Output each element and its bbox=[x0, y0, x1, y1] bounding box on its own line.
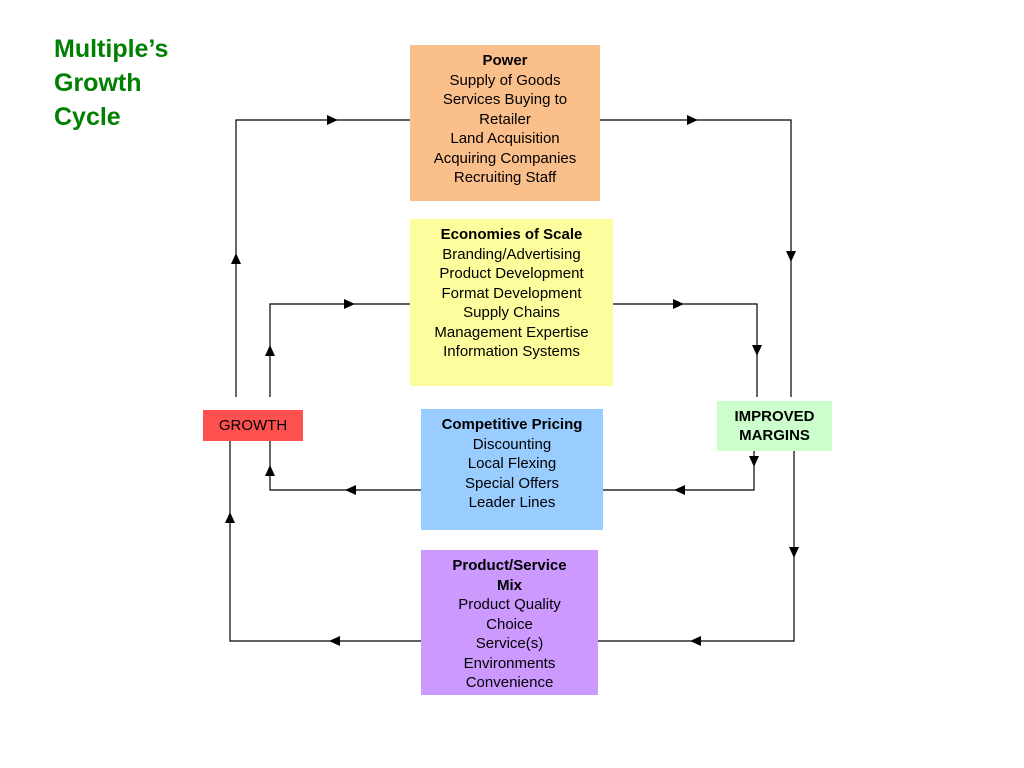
scale-item: Format Development bbox=[441, 284, 582, 302]
arrow-up-icon bbox=[225, 512, 235, 523]
arrow-left-icon bbox=[329, 636, 340, 646]
scale-item: Information Systems bbox=[443, 343, 580, 360]
pricing-out-line bbox=[269, 441, 421, 491]
mix-item: Service(s) bbox=[475, 635, 544, 652]
scale-item: Management Expertise bbox=[434, 323, 589, 341]
power-item: Services Buying to bbox=[442, 91, 568, 108]
arrow-down-icon bbox=[752, 345, 762, 356]
arrow-up-icon bbox=[265, 345, 275, 356]
power-box: Power Supply of Goods Services Buying to… bbox=[410, 45, 600, 201]
arrow-right-icon bbox=[673, 299, 684, 309]
power-item: Supply of Goods bbox=[449, 71, 561, 89]
arrow-right-icon bbox=[687, 115, 698, 125]
arrow-right-icon bbox=[344, 299, 355, 309]
margins-label-line: MARGINS bbox=[739, 427, 810, 444]
economies-of-scale-box: Economies of Scale Branding/Advertising … bbox=[410, 219, 613, 386]
page-title: Multiple’s Growth Cycle bbox=[54, 32, 224, 134]
arrow-up-icon bbox=[231, 253, 241, 264]
power-item: Land Acquisition bbox=[450, 130, 560, 147]
mix-item: Environments bbox=[463, 654, 556, 672]
improved-margins-node: IMPROVED MARGINS bbox=[717, 401, 832, 451]
pricing-item: Leader Lines bbox=[468, 494, 556, 511]
arrow-down-icon bbox=[749, 456, 759, 467]
growth-node: GROWTH bbox=[203, 410, 303, 441]
product-service-mix-box: Product/Service Mix Product Quality Choi… bbox=[421, 550, 598, 695]
arrow-down-icon bbox=[786, 251, 796, 262]
scale-heading: Economies of Scale bbox=[440, 226, 583, 243]
pricing-in-line bbox=[603, 451, 755, 491]
mix-item: Choice bbox=[486, 615, 533, 633]
title-line: Cycle bbox=[54, 103, 121, 131]
scale-item: Product Development bbox=[439, 265, 584, 282]
mix-out-line bbox=[229, 441, 421, 642]
competitive-pricing-box: Competitive Pricing Discounting Local Fl… bbox=[421, 409, 603, 530]
arrow-down-icon bbox=[789, 547, 799, 558]
mix-heading: Mix bbox=[496, 576, 522, 594]
arrow-up-icon bbox=[265, 465, 275, 476]
pricing-heading: Competitive Pricing bbox=[441, 416, 583, 433]
pricing-item: Discounting bbox=[472, 435, 552, 453]
power-item: Retailer bbox=[479, 110, 531, 128]
scale-item: Branding/Advertising bbox=[442, 245, 581, 263]
power-out-line bbox=[600, 119, 792, 397]
scale-in-line bbox=[269, 303, 410, 397]
title-line: Multiple’s bbox=[54, 35, 169, 63]
pricing-item: Special Offers bbox=[465, 474, 559, 492]
mix-item: Product Quality bbox=[458, 596, 561, 613]
arrow-left-icon bbox=[674, 485, 685, 495]
title-line: Growth bbox=[54, 69, 142, 97]
arrow-left-icon bbox=[345, 485, 356, 495]
power-item: Acquiring Companies bbox=[433, 149, 577, 167]
power-item: Recruiting Staff bbox=[453, 169, 557, 186]
power-heading: Power bbox=[482, 52, 528, 69]
mix-in-line bbox=[598, 451, 795, 642]
margins-label-line: IMPROVED bbox=[734, 408, 815, 425]
mix-item: Convenience bbox=[465, 674, 554, 691]
arrow-left-icon bbox=[690, 636, 701, 646]
pricing-item: Local Flexing bbox=[467, 455, 557, 472]
power-in-line bbox=[235, 119, 410, 397]
scale-item: Supply Chains bbox=[463, 304, 560, 321]
arrow-right-icon bbox=[327, 115, 338, 125]
mix-heading: Product/Service bbox=[452, 557, 567, 574]
scale-out-line bbox=[613, 303, 758, 397]
